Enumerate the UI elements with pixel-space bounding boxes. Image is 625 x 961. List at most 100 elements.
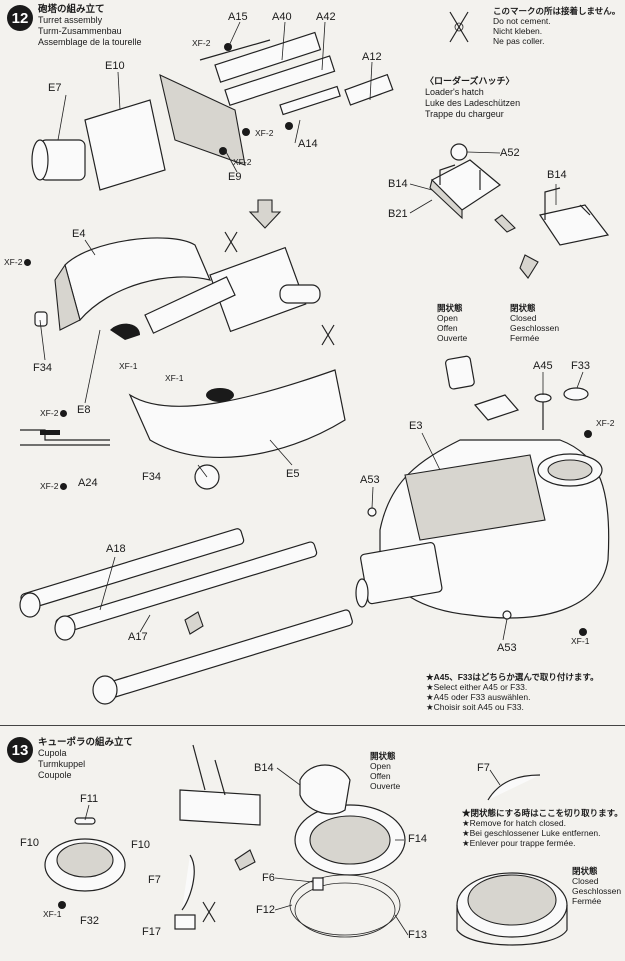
step13-title-fr: Coupole: [38, 770, 72, 780]
open-fr: Ouverte: [437, 333, 468, 343]
open2-en: Open: [370, 761, 391, 771]
paint-code: XF-2: [192, 38, 211, 48]
no-cement-fr: Ne pas coller.: [493, 36, 545, 46]
part-label-f34-bottom: F34: [142, 471, 161, 483]
closed-fr: Fermée: [510, 333, 540, 343]
open2-fr: Ouverte: [370, 781, 401, 791]
step13-title-de: Turmkuppel: [38, 759, 86, 769]
closed2-jp: 閉状態: [572, 866, 598, 876]
part-label-b14-left: B14: [388, 178, 408, 190]
part-label-e7: E7: [48, 82, 62, 94]
paint-xf2-e9: XF-2: [233, 157, 251, 167]
leader-lines: [39, 21, 584, 936]
step13-title: キューポラの組み立て Cupola Turmkuppel Coupole: [38, 737, 133, 781]
part-label-f33: F33: [571, 360, 590, 372]
paint-dot-icon: [60, 483, 68, 491]
part-label-a17: A17: [128, 631, 148, 643]
part-label-e4: E4: [72, 228, 86, 240]
closed-en: Closed: [510, 313, 537, 323]
paint-xf2-e8: XF-2: [40, 408, 69, 418]
paint-code: XF-1: [119, 361, 138, 371]
loaders-hatch-de: Luke des Ladeschützen: [425, 98, 521, 108]
step-number-13: 13: [7, 737, 33, 763]
part-label-f32: F32: [80, 915, 99, 927]
closed-de: Geschlossen: [510, 323, 560, 333]
step-divider: [0, 725, 625, 726]
part-label-e5: E5: [286, 468, 300, 480]
paint-code: XF-1: [165, 373, 184, 383]
part-label-a24: A24: [78, 477, 98, 489]
select-note-fr: ★Choisir soit A45 ou F33.: [426, 702, 524, 712]
cupola-closed-legend: 閉状態 Closed Geschlossen Fermée: [572, 866, 621, 906]
open-jp: 開状態: [437, 303, 463, 313]
part-label-f6: F6: [262, 872, 275, 884]
part-label-f13: F13: [408, 929, 427, 941]
paint-xf1-part: XF-1: [119, 361, 137, 371]
closed2-en: Closed: [572, 876, 599, 886]
part-label-f14: F14: [408, 833, 427, 845]
paint-xf2-a15: XF-2: [192, 38, 210, 48]
step13-title-jp: キューポラの組み立て: [38, 737, 134, 748]
part-label-a15: A15: [228, 11, 248, 23]
closed-jp: 閉状態: [510, 303, 536, 313]
remove-note-de: ★Bei geschlossener Luke entfernen.: [462, 828, 601, 838]
no-cement-de: Nicht kleben.: [493, 26, 543, 36]
paint-code: XF-2: [596, 418, 615, 428]
turret-ring-illustration: [20, 237, 346, 490]
hatch-closed-legend: 閉状態 Closed Geschlossen Fermée: [510, 303, 559, 343]
paint-xf2-turret: XF-2: [596, 418, 614, 428]
paint-code: XF-1: [571, 636, 590, 646]
step13-title-en: Cupola: [38, 748, 67, 758]
down-arrow-icon: [248, 199, 282, 229]
paint-code: XF-2: [255, 128, 274, 138]
part-label-f17: F17: [142, 926, 161, 938]
step12-title-jp: 砲塔の組み立て: [38, 4, 105, 15]
paint-xf2-a14: XF-2: [255, 128, 273, 138]
part-label-b14-cupola: B14: [254, 762, 274, 774]
open-de: Offen: [437, 323, 458, 333]
part-label-e10: E10: [105, 60, 125, 72]
right-arrow-icon: [494, 214, 516, 233]
loaders-hatch-fr: Trappe du chargeur: [425, 109, 504, 119]
paint-code: XF-1: [43, 909, 62, 919]
loaders-hatch-title: 〈ローダーズハッチ〉 Loader's hatch Luke des Lades…: [425, 76, 520, 120]
step12-title-en: Turret assembly: [38, 15, 103, 25]
part-label-f11: F11: [80, 793, 99, 805]
paint-dot-icon: [24, 259, 32, 267]
paint-xf1-e5: XF-1: [165, 373, 183, 383]
hatch-states-illustration: [445, 355, 589, 430]
gun-barrel-illustration: [19, 528, 353, 705]
part-label-f7-left: F7: [148, 874, 161, 886]
remove-note: ★閉状態にする時はここを切り取ります。 ★Remove for hatch cl…: [462, 808, 623, 848]
step12-title-fr: Assemblage de la tourelle: [38, 37, 142, 47]
paint-code: XF-2: [40, 408, 59, 418]
no-cement-en: Do not cement.: [493, 16, 551, 26]
select-note: ★A45、F33はどちらか選んで取り付けます。 ★Select either A…: [426, 672, 599, 712]
step12-title-de: Turm-Zusammenbau: [38, 26, 122, 36]
part-label-a53-bottom: A53: [497, 642, 517, 654]
no-cement-icon: [449, 11, 469, 43]
remove-note-fr: ★Enlever pour trappe fermée.: [462, 838, 576, 848]
select-note-en: ★Select either A45 or F33.: [426, 682, 528, 692]
part-label-a18: A18: [106, 543, 126, 555]
part-label-a52: A52: [500, 147, 520, 159]
select-note-jp: ★A45、F33はどちらか選んで取り付けます。: [426, 672, 599, 682]
part-label-e8: E8: [77, 404, 91, 416]
cupola-parts-illustration: [44, 744, 568, 946]
loaders-hatch-en: Loader's hatch: [425, 87, 484, 97]
select-note-de: ★A45 oder F33 auswählen.: [426, 692, 531, 702]
part-label-a12: A12: [362, 51, 382, 63]
cupola-open-legend: 開状態 Open Offen Ouverte: [370, 751, 400, 791]
part-label-e3: E3: [409, 420, 423, 432]
part-label-a40: A40: [272, 11, 292, 23]
part-label-a14: A14: [298, 138, 318, 150]
part-label-a45: A45: [533, 360, 553, 372]
remove-note-jp: ★閉状態にする時はここを切り取ります。: [462, 808, 623, 818]
closed2-de: Geschlossen: [572, 886, 622, 896]
part-label-f10-left: F10: [20, 837, 39, 849]
closed2-fr: Fermée: [572, 896, 602, 906]
paint-dot-icon: [60, 410, 68, 418]
paint-code: XF-2: [40, 481, 59, 491]
no-cement-legend: このマークの所は接着しません。 Do not cement. Nicht kle…: [493, 6, 620, 46]
